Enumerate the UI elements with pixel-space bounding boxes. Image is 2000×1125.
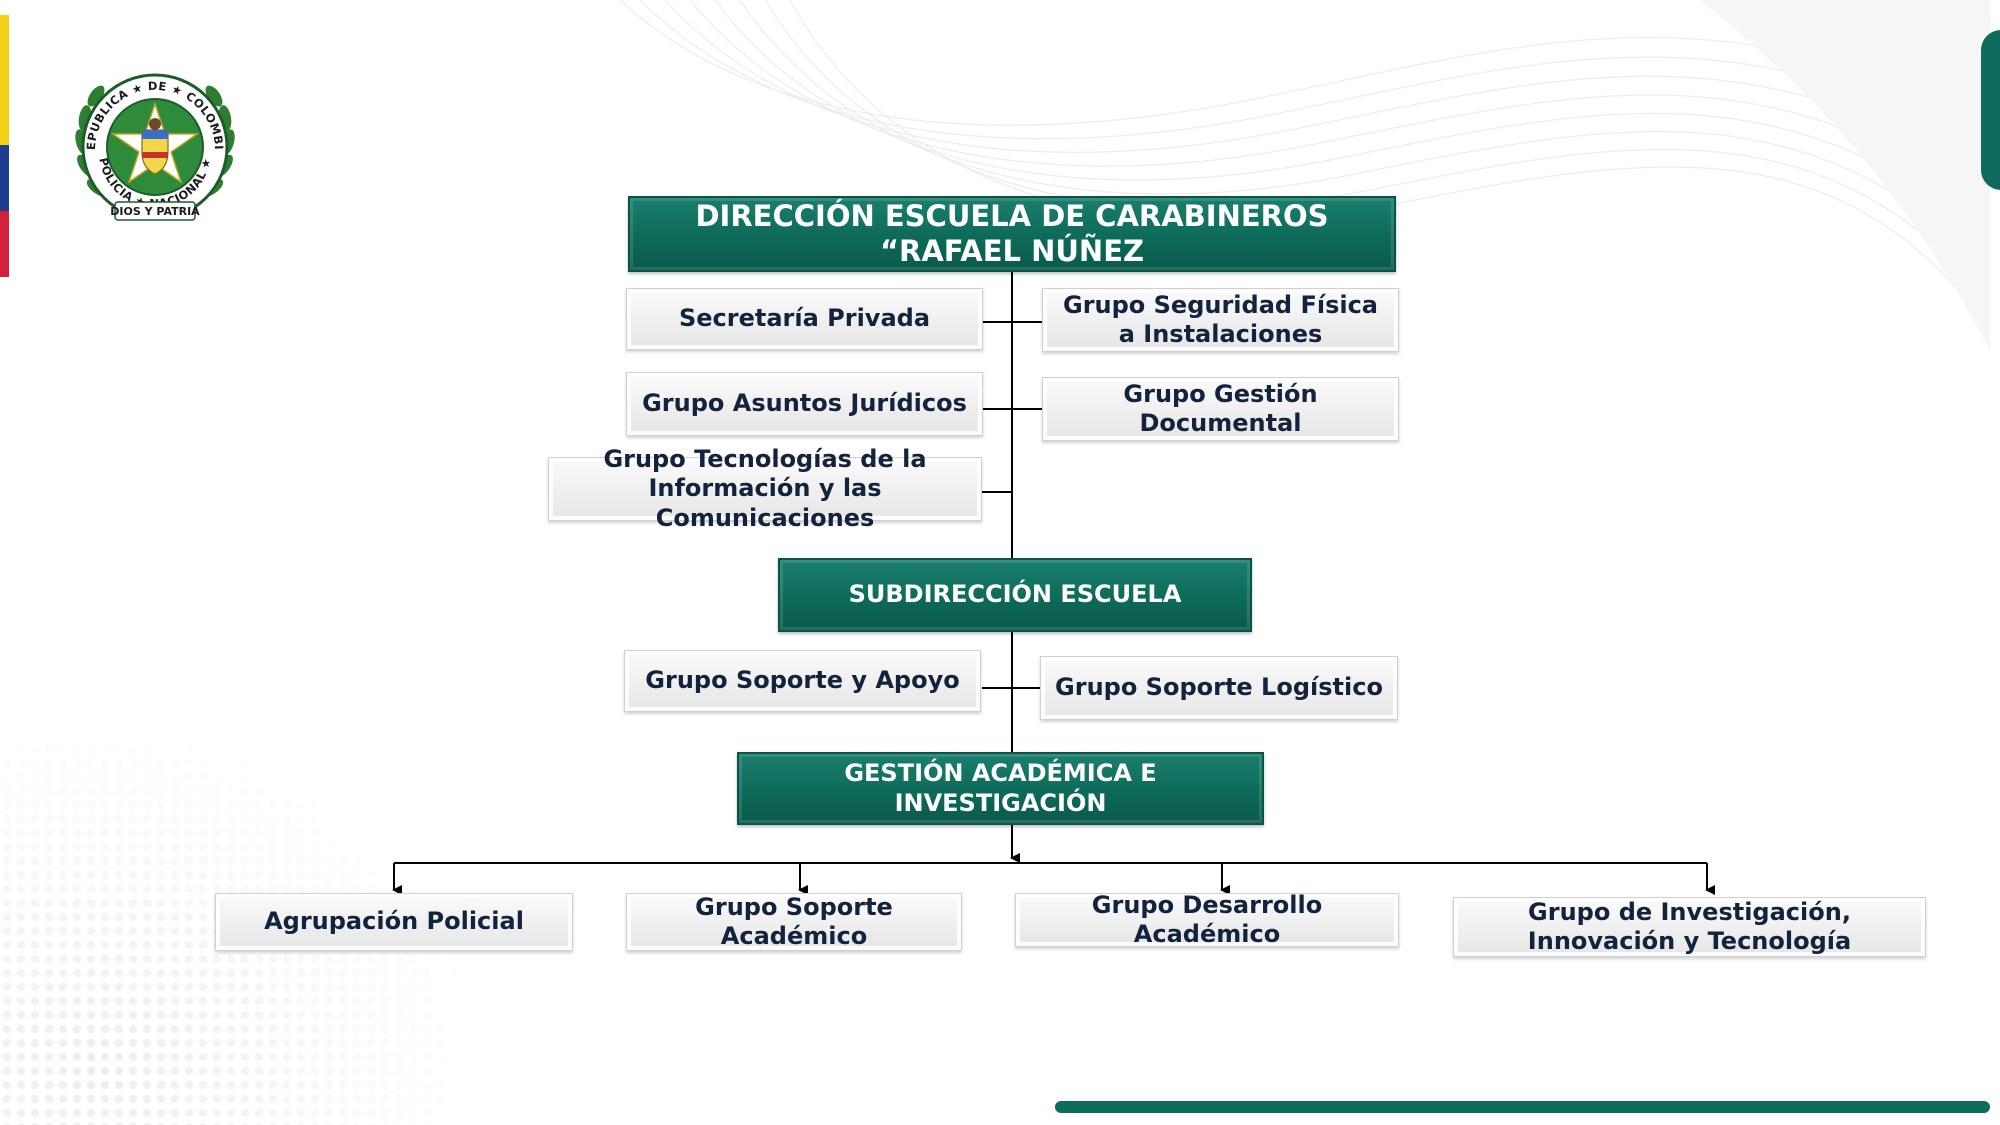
box-soporte-apoyo: Grupo Soporte y Apoyo [624,650,981,712]
box-investigacion-innovacion: Grupo de Investigación, Innovación y Tec… [1453,897,1926,957]
box-agrupacion-policial: Agrupación Policial [215,893,573,951]
box-subdireccion-escuela: SUBDIRECCIÓN ESCUELA [778,558,1252,632]
box-soporte-logistico: Grupo Soporte Logístico [1040,656,1398,720]
flag-stripe-blue [0,145,9,211]
box-direccion-escuela: DIRECCIÓN ESCUELA DE CARABINEROS “RAFAEL… [628,196,1396,272]
box-tecnologias-informacion: Grupo Tecnologías de la Información y la… [548,445,982,532]
box-seguridad-fisica: Grupo Seguridad Física a Instalaciones [1042,288,1399,352]
side-tab-decoration [1981,30,2000,190]
logo-motto: DIOS Y PATRIA [110,205,200,218]
box-gestion-academica: GESTIÓN ACADÉMICA E INVESTIGACIÓN [737,752,1264,825]
policia-nacional-emblem: REPUBLICA ★ DE ★ COLOMBIA POLICIA ★ NACI… [70,62,235,221]
box-gestion-documental: Grupo Gestión Documental [1042,377,1399,441]
box-asuntos-juridicos: Grupo Asuntos Jurídicos [626,372,983,436]
box-secretaria-privada: Secretaría Privada [626,288,983,350]
flag-stripe-red [0,211,9,277]
flag-stripe-yellow [0,15,9,145]
box-soporte-academico: Grupo Soporte Académico [626,893,962,951]
bottom-accent-bar [1055,1101,1990,1113]
box-desarrollo-academico: Grupo Desarrollo Académico [1015,891,1399,948]
